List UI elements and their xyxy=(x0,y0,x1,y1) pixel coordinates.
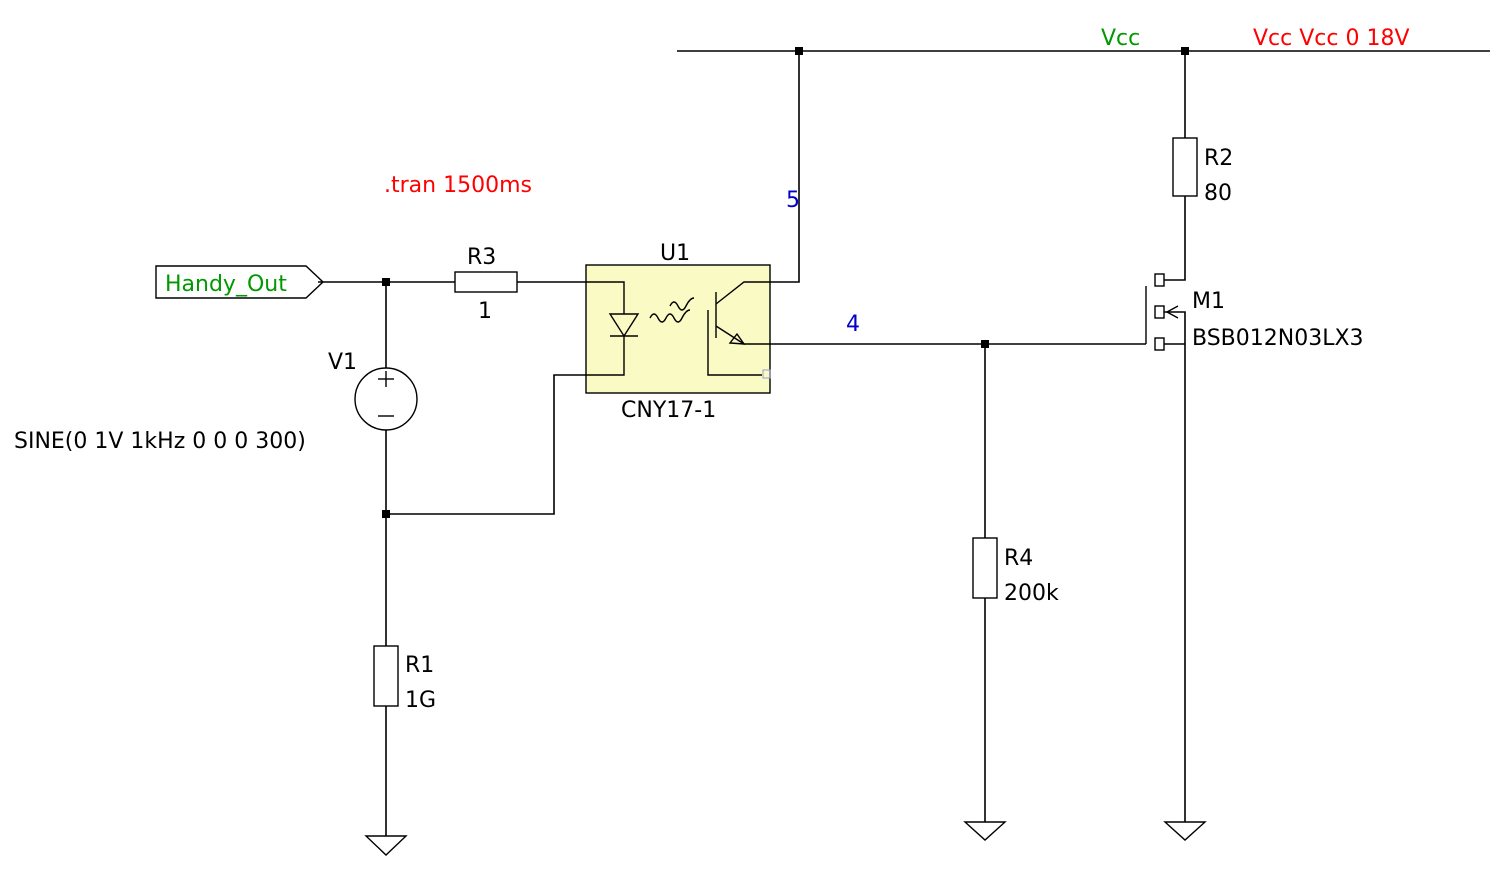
r2-value: 80 xyxy=(1204,181,1232,206)
m1-mosfet-symbol[interactable] xyxy=(1145,273,1179,351)
u1-value: CNY17-1 xyxy=(621,398,716,423)
r4-name: R4 xyxy=(1004,546,1033,571)
node4-label: 4 xyxy=(846,312,860,337)
wires xyxy=(318,50,1490,836)
u1-pin-marker xyxy=(762,369,771,379)
u1-base-lead xyxy=(707,310,762,376)
junction-dot xyxy=(795,47,803,55)
tran-directive[interactable]: .tran 1500ms xyxy=(384,173,532,198)
u1-light-wave-icon xyxy=(669,297,695,311)
m1-body-arrow-icon xyxy=(1165,305,1179,319)
u1-name: U1 xyxy=(660,241,690,266)
junction-dot xyxy=(382,278,390,286)
r1-value: 1G xyxy=(405,688,436,713)
node5-wire[interactable] xyxy=(770,51,800,283)
vcc-net-label: Vcc xyxy=(1101,26,1140,51)
m1-body-segment xyxy=(1154,305,1165,319)
node5-label: 5 xyxy=(786,188,800,213)
v1-value: SINE(0 1V 1kHz 0 0 0 300) xyxy=(14,429,306,454)
junction-dot xyxy=(1181,47,1189,55)
r1-name: R1 xyxy=(405,653,434,678)
r4-value: 200k xyxy=(1004,581,1059,606)
u1-optocoupler-body[interactable] xyxy=(585,264,771,394)
junction-dot xyxy=(382,510,390,518)
r3-name: R3 xyxy=(467,245,496,270)
r3-resistor-symbol[interactable] xyxy=(454,271,518,293)
handy-out-flag-label: Handy_Out xyxy=(165,272,287,297)
m1-value: BSB012N03LX3 xyxy=(1192,326,1364,351)
r1-resistor-symbol[interactable] xyxy=(373,645,399,707)
u1-led-cathode-lead xyxy=(586,336,625,376)
vcc-source-directive[interactable]: Vcc Vcc 0 18V xyxy=(1253,26,1410,51)
junctions xyxy=(382,47,1189,518)
source-gnd-wire[interactable] xyxy=(1164,311,1186,822)
u1-light-wave-icon xyxy=(649,309,691,323)
v1-source-symbol[interactable] xyxy=(354,367,418,431)
ground-icon xyxy=(963,821,1007,841)
u1-led-anode-lead xyxy=(586,281,625,314)
m1-name: M1 xyxy=(1192,289,1225,314)
ground-icon xyxy=(364,835,408,856)
m1-source-segment xyxy=(1154,337,1165,351)
r2-drain-wire[interactable] xyxy=(1164,196,1186,281)
v1-name: V1 xyxy=(328,350,357,375)
ground-icon xyxy=(1163,821,1207,841)
r2-name: R2 xyxy=(1204,146,1233,171)
handy-out-flag-shape[interactable] xyxy=(155,265,325,299)
u1-cathode-wire[interactable] xyxy=(386,374,586,515)
r4-resistor-symbol[interactable] xyxy=(972,537,998,599)
m1-drain-segment xyxy=(1154,273,1165,287)
r3-value: 1 xyxy=(478,299,492,324)
junction-dot xyxy=(981,340,989,348)
u1-led-triangle xyxy=(608,313,640,338)
r2-resistor-symbol[interactable] xyxy=(1172,137,1198,197)
u1-transistor-collector xyxy=(715,281,770,305)
u1-emitter-arrow-icon xyxy=(728,332,746,345)
